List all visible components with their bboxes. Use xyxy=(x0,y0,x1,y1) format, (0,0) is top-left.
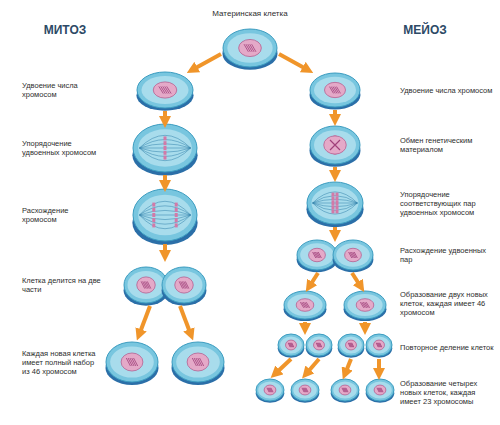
cell xyxy=(132,124,197,176)
orange-arrow xyxy=(163,175,167,186)
orange-arrow xyxy=(306,359,319,374)
orange-arrow xyxy=(333,167,337,176)
step-label: Образование четырех новых клеток, каждая… xyxy=(400,379,495,406)
cell xyxy=(366,334,393,358)
orange-arrow xyxy=(275,359,291,374)
orange-arrow xyxy=(279,54,308,70)
step-label: Расхождение хромосом xyxy=(22,206,104,224)
cells xyxy=(105,29,394,403)
step-label: Упорядочение соответствующих пар удвоенн… xyxy=(400,190,495,217)
cell xyxy=(222,29,277,70)
orange-arrow xyxy=(333,110,337,120)
cell xyxy=(310,126,361,167)
step-label: Каждая новая клетка имеет полный набор и… xyxy=(22,349,102,376)
cell xyxy=(284,291,327,321)
orange-arrow xyxy=(139,306,150,335)
cell xyxy=(256,379,285,403)
cell xyxy=(162,267,207,306)
cell xyxy=(338,334,365,358)
step-label: Удвоение числа хромосом xyxy=(22,81,104,99)
orange-arrow xyxy=(363,322,367,329)
cell xyxy=(105,342,158,385)
cell xyxy=(333,240,374,272)
step-label: Расхождение удвоенных пар xyxy=(400,246,495,264)
step-label: Повторное деление клеток xyxy=(400,343,495,352)
step-label: Упорядочение удвоенных хромосом xyxy=(22,139,104,157)
orange-arrow xyxy=(303,322,307,329)
cell xyxy=(310,73,361,110)
cell xyxy=(278,334,305,358)
section-heading: МЕЙОЗ xyxy=(380,23,470,37)
step-label: Образование двух новых клеток, каждая им… xyxy=(400,290,495,317)
orange-arrow xyxy=(309,273,318,287)
orange-arrow xyxy=(180,306,191,335)
orange-arrow xyxy=(377,359,381,374)
cell xyxy=(331,379,360,403)
arrows xyxy=(139,54,379,374)
cell xyxy=(306,182,363,227)
cell xyxy=(132,189,197,245)
cell-label: Материнская клетка xyxy=(170,9,330,19)
step-label: Удвоение числа хромосом xyxy=(400,86,495,95)
cell xyxy=(171,342,224,385)
section-heading: МИТОЗ xyxy=(20,23,110,37)
orange-arrow xyxy=(163,111,167,122)
orange-arrow xyxy=(333,227,337,236)
cell xyxy=(366,379,395,403)
orange-arrow xyxy=(345,359,351,374)
cell xyxy=(136,72,193,111)
cell xyxy=(344,291,387,321)
orange-arrow xyxy=(192,54,221,70)
cell xyxy=(297,240,338,272)
step-label: Обмен генетическим материалом xyxy=(400,136,495,154)
orange-arrow xyxy=(352,273,361,287)
cell xyxy=(306,334,333,358)
cell xyxy=(291,379,320,403)
orange-arrow xyxy=(163,244,167,256)
step-label: Клетка делится на две части xyxy=(22,276,104,294)
